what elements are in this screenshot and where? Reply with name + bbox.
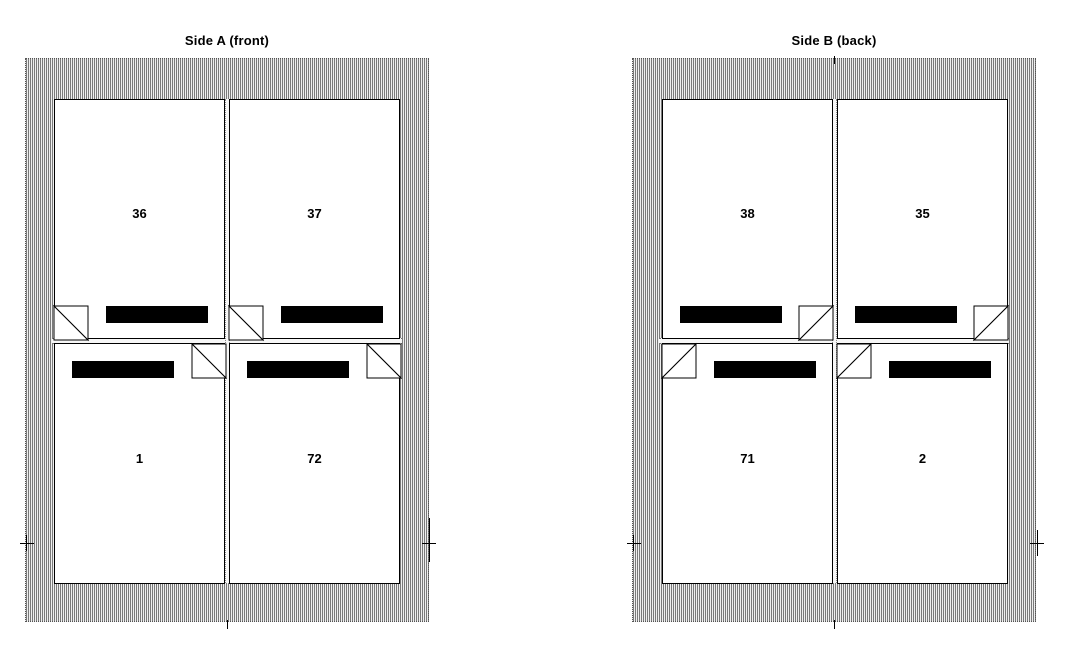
page-bar <box>680 306 782 323</box>
side-b-title: Side B (back) <box>791 33 877 48</box>
fold-corner-icon <box>365 342 403 380</box>
side-b-page-top-left: 38 <box>662 99 835 342</box>
fold-corner-icon <box>835 342 873 380</box>
crop-mark-icon <box>26 535 27 551</box>
side-a-vertical-gutter <box>225 99 230 583</box>
page-bar <box>72 361 174 378</box>
fold-corner-icon <box>52 304 90 342</box>
fold-corner-icon <box>797 304 835 342</box>
side-a-page-top-left: 36 <box>52 99 225 342</box>
page-number: 36 <box>132 206 147 221</box>
fold-corner-icon <box>660 342 698 380</box>
crop-mark-icon <box>834 56 835 64</box>
side-b-vertical-gutter <box>832 99 837 583</box>
page-bar <box>281 306 383 323</box>
side-b-page-bottom-right: 2 <box>835 342 1008 584</box>
page-number: 35 <box>915 206 930 221</box>
crop-mark-icon <box>627 543 641 544</box>
fold-corner-icon <box>227 304 265 342</box>
side-b-page-bottom-left: 71 <box>660 342 833 584</box>
page-bar <box>106 306 208 323</box>
fold-corner-icon <box>972 304 1010 342</box>
side-a-page-bottom-right: 72 <box>229 342 403 584</box>
side-b-page-top-right: 35 <box>837 99 1010 342</box>
crop-mark-icon <box>1037 530 1038 556</box>
side-a-title: Side A (front) <box>184 33 270 48</box>
page-number: 37 <box>307 206 322 221</box>
crop-mark-icon <box>633 535 634 551</box>
page-number: 2 <box>918 451 927 466</box>
page-bar <box>855 306 957 323</box>
page-number: 38 <box>740 206 755 221</box>
fold-corner-icon <box>190 342 228 380</box>
crop-mark-icon <box>834 620 835 629</box>
side-a-sheet: 36 37 1 72 <box>25 58 429 622</box>
crop-mark-icon <box>20 543 34 544</box>
side-a-page-top-right: 37 <box>227 99 400 342</box>
page-number: 1 <box>135 451 144 466</box>
page-bar <box>247 361 349 378</box>
side-b-sheet: 38 35 71 2 <box>632 58 1036 622</box>
page-number: 71 <box>740 451 755 466</box>
crop-mark-icon <box>227 620 228 629</box>
page-bar <box>714 361 816 378</box>
crop-mark-icon <box>429 518 430 562</box>
page-bar <box>889 361 991 378</box>
page-number: 72 <box>307 451 322 466</box>
side-a-page-bottom-left: 1 <box>54 342 228 584</box>
